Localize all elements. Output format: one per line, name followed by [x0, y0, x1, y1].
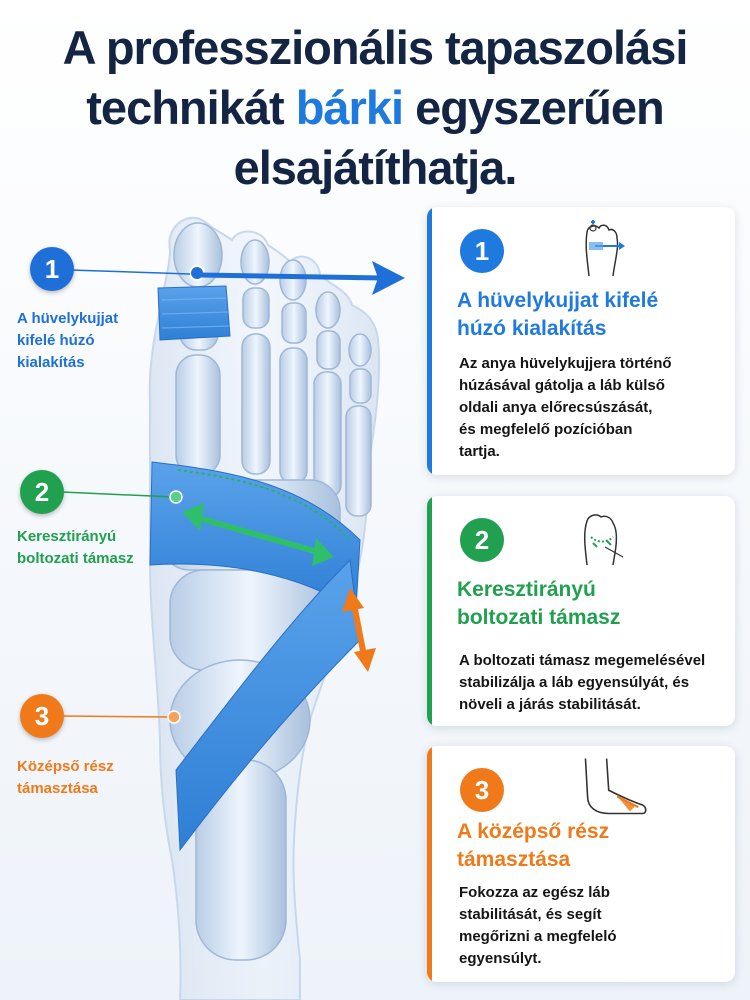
foot-silhouette [148, 216, 381, 1000]
card-3-body: Fokozza az egész láb stabilitását, és se… [459, 884, 617, 967]
info-card-3: 3 A középső rész támasztása Fokozza az e… [427, 746, 735, 982]
blue-pull-arrow [199, 261, 405, 295]
foot-side-icon [584, 758, 647, 815]
leader-line-1 [69, 269, 191, 275]
info-card-1: 1 A hüvelykujjat kifelé húzó kialakítás … [427, 207, 735, 475]
foot-bones [159, 222, 372, 961]
card-1-body: Az anya hüvelykujjera történő húzásával … [459, 355, 672, 460]
card-1-accent-bar [427, 207, 432, 475]
card-2-number: 2 [460, 518, 504, 562]
leader-line-2 [61, 491, 175, 498]
headline: A professzionális tapaszolási technikát … [0, 18, 750, 198]
headline-line-1: A professzionális tapaszolási [62, 21, 689, 74]
green-double-arrow [182, 503, 334, 566]
toe-joint-marker [189, 265, 205, 281]
callout-1-label: A hüvelykujjat kifelé húzó kialakítás [17, 310, 119, 371]
card-2-accent-bar [427, 496, 432, 726]
card-3-accent-bar [427, 746, 432, 982]
card-3-title: A középső rész támasztása [457, 820, 610, 871]
callout-3-number: 3 [20, 694, 64, 738]
leader-dot-2 [169, 490, 183, 504]
callout-2-label: Keresztirányú boltozati támasz [17, 528, 134, 567]
foot-arch-icon [583, 514, 624, 566]
tape-middle-strip [175, 558, 361, 852]
leader-line-3 [61, 715, 173, 718]
leader-dot-3 [167, 710, 181, 724]
card-1-title: A hüvelykujjat kifelé húzó kialakítás [457, 289, 659, 340]
headline-accent-word: bárki [295, 81, 404, 134]
callout-3-label: Középső rész támasztása [17, 758, 114, 797]
tape-arch-strip [149, 461, 361, 611]
callout-2-number: 2 [20, 470, 64, 514]
orange-double-arrow [342, 588, 376, 672]
tape-toe-strip [157, 285, 231, 341]
card-2-title: Keresztirányú boltozati támasz [457, 578, 621, 629]
headline-line-2-end: egyszerűen [403, 81, 665, 134]
headline-line-2-start: technikát [86, 81, 296, 134]
card-1-number: 1 [460, 229, 504, 273]
info-card-2: 2 Keresztirányú boltozati támasz A bolto… [427, 496, 735, 726]
foot-toe-pull-icon [585, 220, 625, 277]
callout-1-number: 1 [30, 247, 74, 291]
headline-line-3: elsajátíthatja. [233, 141, 518, 194]
card-3-number: 3 [460, 768, 504, 812]
card-2-body: A boltozati támasz megemelésével stabili… [459, 652, 706, 713]
